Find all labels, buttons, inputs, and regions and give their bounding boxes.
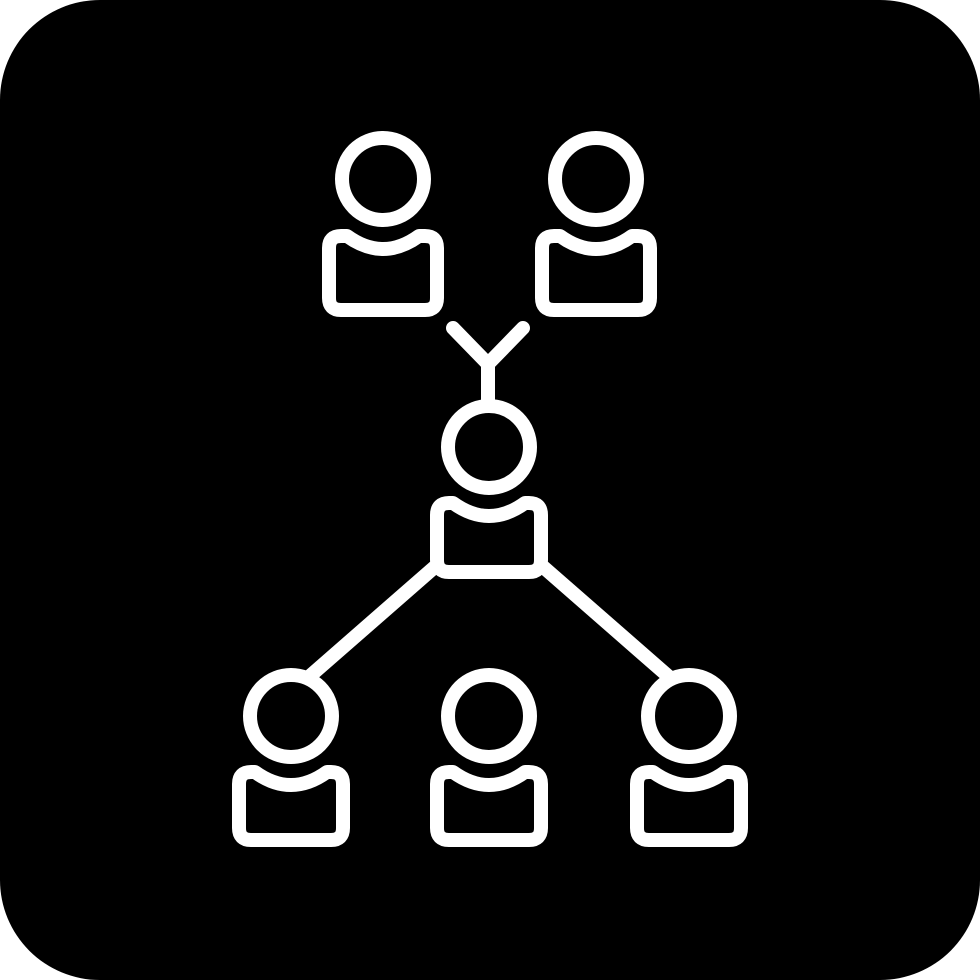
branch-connector-left xyxy=(303,558,444,683)
merge-connector xyxy=(446,321,530,407)
user-icon-top-right xyxy=(535,131,657,317)
user-icon-bottom-center xyxy=(430,668,548,847)
user-icon-bottom-right xyxy=(630,668,748,847)
branch-connector-right xyxy=(534,558,675,683)
user-icon-top-left xyxy=(322,131,444,317)
user-icon-bottom-left xyxy=(232,668,350,847)
